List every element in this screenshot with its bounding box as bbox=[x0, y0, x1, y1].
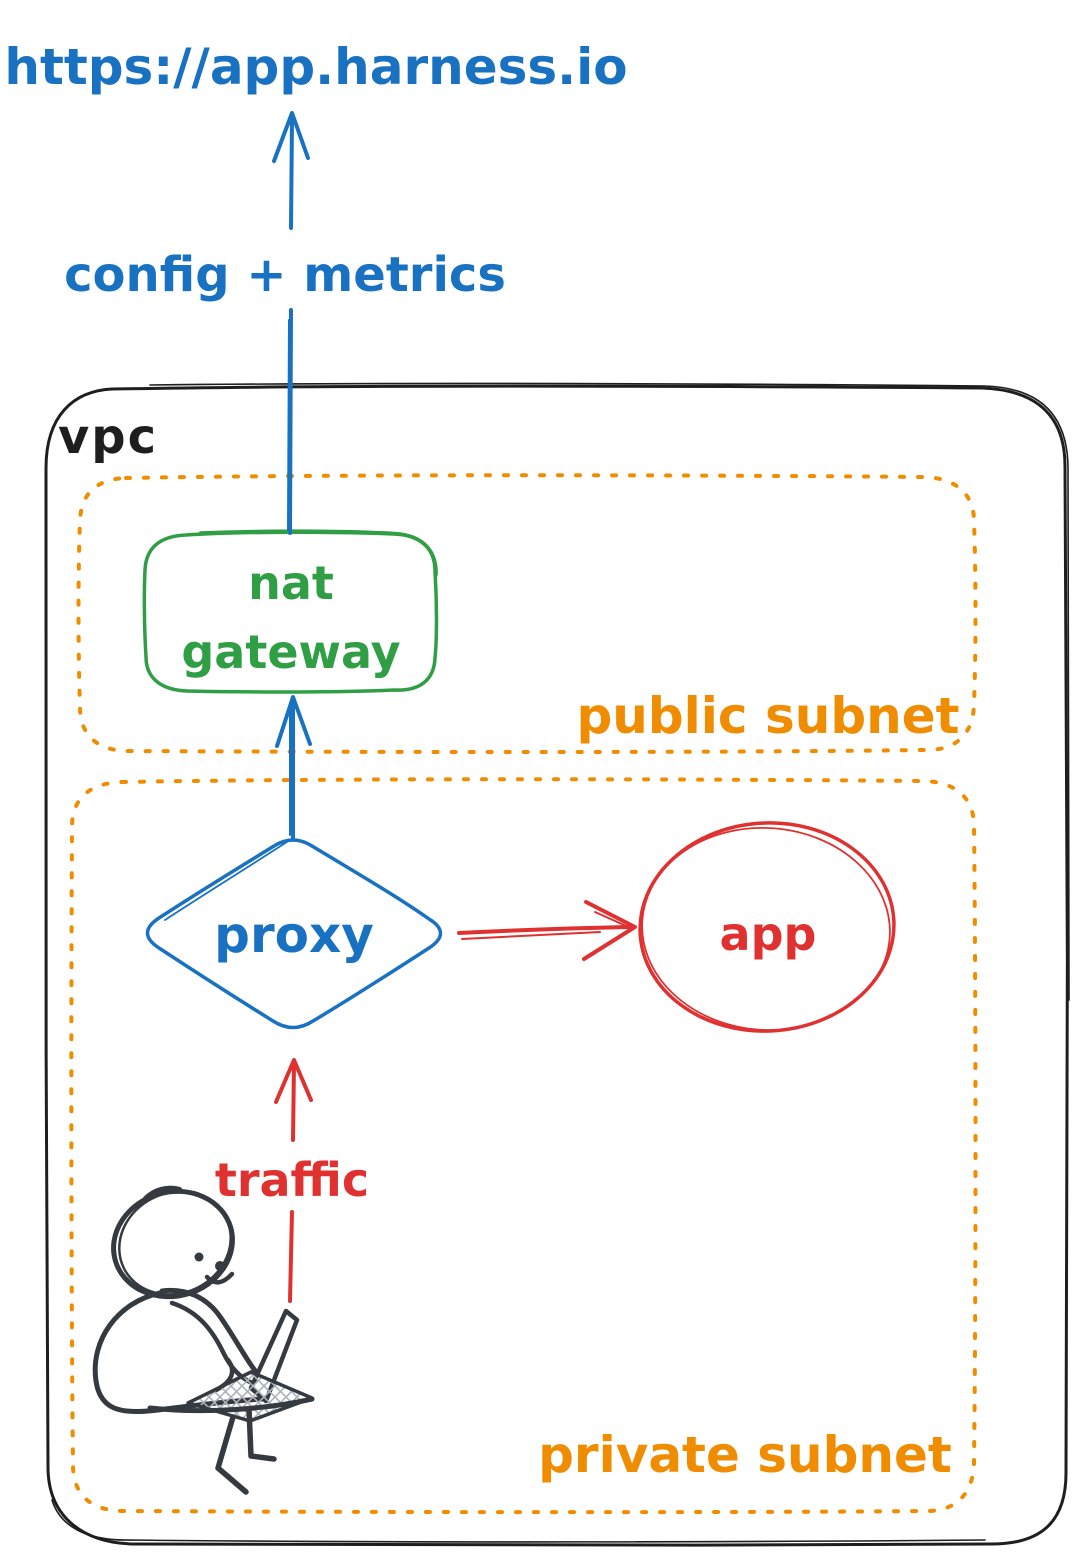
nat-gateway-label-line1: nat bbox=[248, 556, 334, 610]
nat-gateway-label-line2: gateway bbox=[181, 625, 400, 679]
traffic-arrow bbox=[274, 1058, 313, 1303]
nat-gateway-node bbox=[142, 529, 439, 694]
proxy-label: proxy bbox=[214, 906, 374, 964]
private-subnet-label: private subnet bbox=[538, 1426, 952, 1484]
public-subnet-container bbox=[76, 473, 978, 754]
proxy-to-app-arrow bbox=[457, 900, 637, 961]
vpc-container bbox=[44, 382, 1070, 1547]
external-url-label: https://app.harness.io bbox=[4, 38, 627, 96]
app-node bbox=[638, 821, 896, 1033]
app-label: app bbox=[720, 907, 817, 961]
proxy-to-nat-arrow bbox=[275, 695, 312, 840]
traffic-arrow-label: traffic bbox=[215, 1153, 369, 1207]
config-metrics-arrow-label: config + metrics bbox=[64, 247, 506, 303]
public-subnet-label: public subnet bbox=[576, 687, 959, 745]
config-metrics-arrow bbox=[272, 111, 310, 535]
proxy-node bbox=[145, 837, 443, 1030]
person-with-laptop-icon bbox=[92, 1185, 315, 1495]
vpc-label: vpc bbox=[58, 409, 158, 465]
